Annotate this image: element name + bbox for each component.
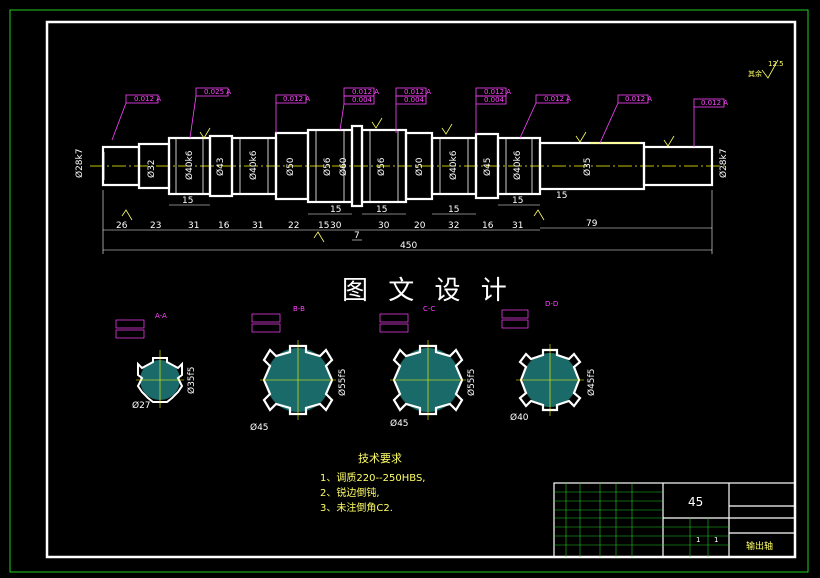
svg-text:Ø45: Ø45 (482, 157, 493, 176)
svg-text:0.012 A: 0.012 A (134, 95, 161, 103)
svg-text:Ø27: Ø27 (132, 400, 151, 411)
svg-text:0.012 A: 0.012 A (544, 95, 571, 103)
svg-text:Ø45f5: Ø45f5 (586, 369, 597, 396)
svg-text:31: 31 (512, 221, 523, 231)
part-name: 输出轴 (746, 540, 773, 552)
svg-text:Ø32: Ø32 (146, 159, 157, 178)
svg-text:Ø50: Ø50 (285, 157, 296, 176)
svg-text:Ø35: Ø35 (582, 157, 593, 176)
svg-text:Ø40k6: Ø40k6 (448, 150, 459, 180)
svg-text:0.004: 0.004 (484, 96, 505, 104)
svg-text:15: 15 (512, 196, 523, 206)
svg-text:技术要求: 技术要求 (358, 452, 402, 465)
svg-text:0.012 A: 0.012 A (484, 88, 511, 96)
tolerance-frame-text: 0.012 A 0.025 A 0.012 A 0.012 A 0.004 0.… (134, 88, 728, 107)
svg-text:32: 32 (448, 221, 459, 231)
shaft-inner-lines (103, 130, 640, 202)
svg-text:Ø60: Ø60 (338, 157, 349, 176)
svg-text:0.004: 0.004 (352, 96, 373, 104)
svg-text:Ø55f5: Ø55f5 (466, 369, 477, 396)
svg-text:22: 22 (288, 221, 299, 231)
svg-text:30: 30 (330, 221, 342, 231)
svg-text:450: 450 (400, 241, 417, 251)
svg-text:0.012 A: 0.012 A (283, 95, 310, 103)
svg-text:20: 20 (414, 221, 426, 231)
svg-text:16: 16 (482, 221, 494, 231)
svg-text:Ø56: Ø56 (376, 157, 387, 176)
roughness-note: 其余 12.5 (748, 59, 784, 79)
svg-text:Ø45: Ø45 (390, 418, 409, 429)
svg-text:0.012 A: 0.012 A (404, 88, 431, 96)
title-block-grid (554, 483, 729, 557)
shaft-outline (90, 124, 725, 208)
svg-text:Ø40k6: Ø40k6 (512, 150, 523, 180)
svg-text:15: 15 (376, 205, 387, 215)
svg-text:15: 15 (556, 191, 567, 201)
svg-text:31: 31 (188, 221, 199, 231)
svg-text:Ø28k7: Ø28k7 (74, 149, 85, 178)
svg-text:C-C: C-C (423, 305, 435, 313)
svg-text:Ø40: Ø40 (510, 412, 529, 423)
svg-text:B-B: B-B (293, 305, 305, 313)
svg-text:其余: 其余 (748, 69, 762, 78)
svg-text:1、调质220--250HBS,: 1、调质220--250HBS, (320, 472, 425, 484)
svg-text:0.012 A: 0.012 A (625, 95, 652, 103)
svg-text:15: 15 (182, 196, 193, 206)
technical-requirements: 技术要求 1、调质220--250HBS, 2、锐边倒钝, 3、未注倒角C2. (320, 452, 425, 514)
svg-text:31: 31 (252, 221, 263, 231)
scale-value: 1 (696, 536, 700, 544)
svg-text:0.004: 0.004 (404, 96, 425, 104)
svg-text:79: 79 (586, 219, 598, 229)
svg-text:16: 16 (218, 221, 230, 231)
svg-text:3、未注倒角C2.: 3、未注倒角C2. (320, 501, 393, 514)
svg-text:7: 7 (354, 231, 360, 241)
svg-text:Ø43: Ø43 (215, 157, 226, 176)
section-c-c: C-C Ø45 Ø55f5 (379, 305, 477, 429)
outer-frame (9, 9, 809, 573)
title-banner: 图 文 设 计 (342, 276, 513, 306)
svg-text:15: 15 (448, 205, 459, 215)
dimension-lines (102, 190, 713, 254)
svg-text:0.012 A: 0.012 A (701, 99, 728, 107)
title-block (553, 482, 796, 558)
svg-text:2、锐边倒钝,: 2、锐边倒钝, (320, 486, 380, 499)
svg-text:Ø56: Ø56 (322, 157, 333, 176)
svg-text:15: 15 (330, 205, 341, 215)
svg-text:D-D: D-D (545, 300, 558, 308)
section-a-a: A-A Ø27 Ø35f5 (115, 312, 197, 411)
svg-text:A-A: A-A (155, 312, 167, 320)
material-value: 45 (688, 495, 703, 509)
section-d-d: D-D Ø40 Ø45f5 (501, 300, 597, 423)
svg-text:Ø55f5: Ø55f5 (337, 369, 348, 396)
section-b-b: B-B Ø45 Ø55f5 (250, 305, 348, 433)
svg-text:0.025 A: 0.025 A (204, 88, 231, 96)
svg-text:Ø40k6: Ø40k6 (184, 150, 195, 180)
svg-text:0.012 A: 0.012 A (352, 88, 379, 96)
svg-text:Ø40k6: Ø40k6 (248, 150, 259, 180)
svg-text:30: 30 (378, 221, 390, 231)
inner-frame (45, 20, 797, 559)
svg-text:15: 15 (318, 221, 329, 231)
svg-text:Ø45: Ø45 (250, 422, 269, 433)
roughness-marks (121, 117, 675, 243)
svg-text:23: 23 (150, 221, 161, 231)
sheet-value: 1 (714, 536, 718, 544)
diameter-labels: Ø28k7 Ø32 Ø40k6 Ø43 Ø40k6 Ø50 Ø56 Ø60 Ø5… (74, 149, 729, 180)
svg-text:Ø35f5: Ø35f5 (186, 367, 197, 394)
tolerance-frames-top (111, 87, 725, 147)
svg-text:Ø28k7: Ø28k7 (718, 149, 729, 178)
segment-dimensions: 26 23 31 16 31 22 15 15 30 7 15 30 20 15… (116, 191, 598, 251)
svg-text:Ø50: Ø50 (414, 157, 425, 176)
svg-text:26: 26 (116, 221, 128, 231)
